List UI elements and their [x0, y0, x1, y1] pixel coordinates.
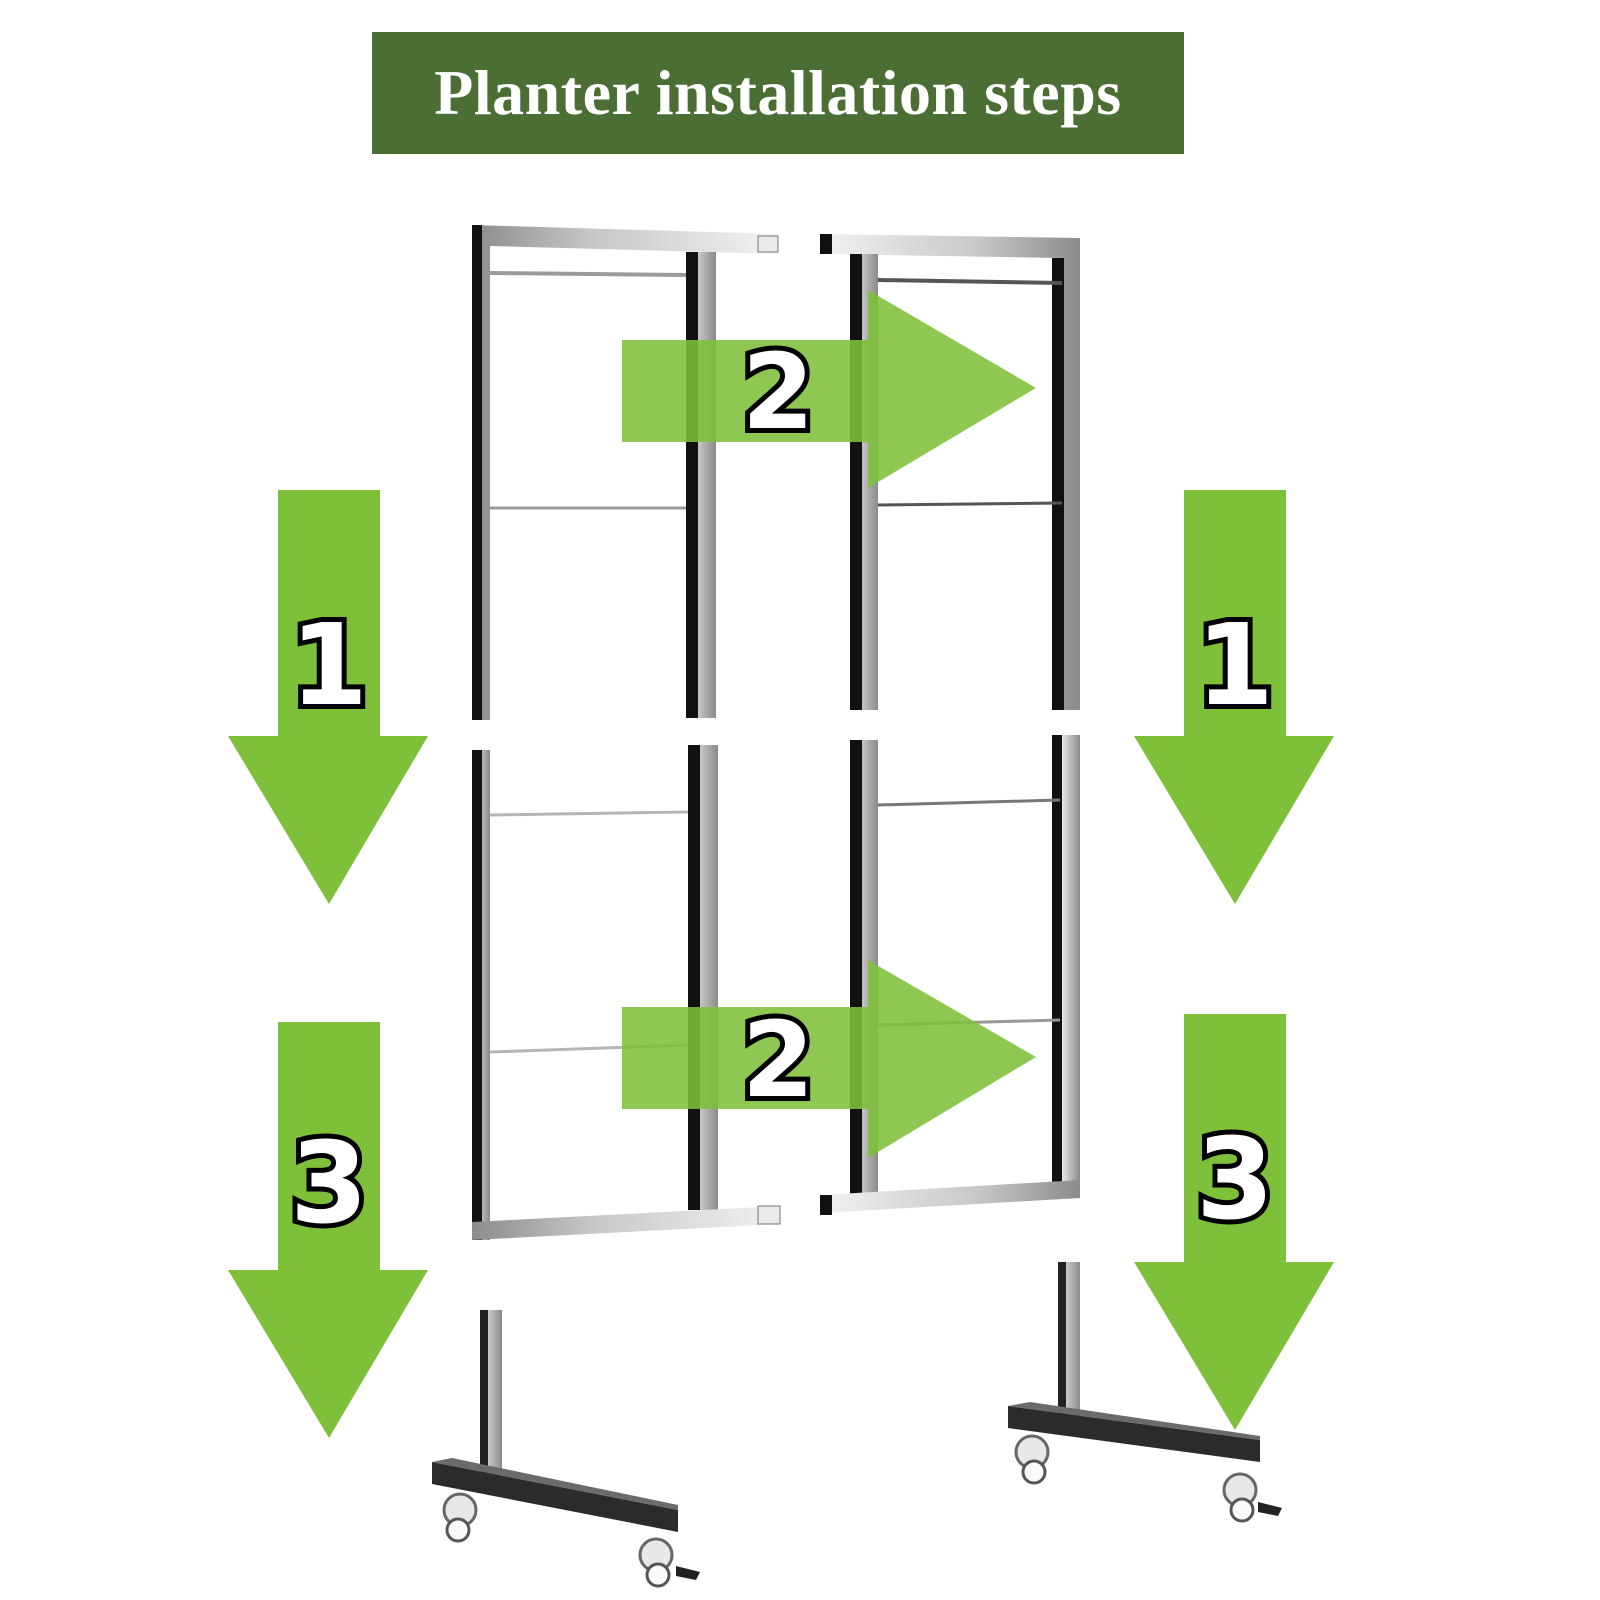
caster-base-left — [432, 1310, 700, 1588]
frame-connector — [820, 1195, 832, 1215]
frame-top-left-outline — [472, 225, 778, 720]
frame-side — [1060, 735, 1080, 1198]
crossbar — [877, 798, 1061, 807]
frame-post-edge — [686, 252, 698, 718]
title-banner: Planter installation steps — [372, 32, 1184, 154]
step-1-left-label: 1 — [290, 601, 368, 731]
frame-edge — [1052, 735, 1062, 1198]
base-foot-bar — [1008, 1406, 1260, 1462]
base-post-edge — [480, 1310, 488, 1475]
base-foot-bar — [432, 1462, 678, 1532]
frame-connector — [757, 235, 779, 253]
frame-bottom-right — [820, 735, 1080, 1215]
step-3-right-arrow — [1134, 1014, 1334, 1430]
frame-top-left — [472, 225, 779, 720]
frame-base-rail — [822, 1180, 1080, 1213]
step-1-right-arrow — [1134, 490, 1334, 904]
frame-edge — [472, 225, 482, 720]
frame-edge — [1052, 258, 1064, 710]
page-title: Planter installation steps — [434, 57, 1122, 128]
frame-post-edge — [688, 745, 700, 1210]
crossbar — [877, 501, 1063, 507]
frame-connector — [820, 234, 832, 254]
caster-wheel — [645, 1562, 671, 1588]
frame-connector — [757, 1205, 781, 1225]
step-1-right-label: 1 — [1196, 601, 1274, 731]
frame-edge — [472, 750, 482, 1240]
step-2-top-arrow — [622, 290, 1036, 488]
crossbar — [489, 810, 689, 817]
caster-brake — [676, 1566, 700, 1580]
base-post-edge — [1058, 1262, 1066, 1432]
frame-post-edge — [850, 254, 862, 710]
step-2-bottom-arrow — [622, 960, 1036, 1158]
caster-brake — [1258, 1502, 1282, 1516]
step-3-right-label: 3 — [1196, 1115, 1274, 1245]
frame-top-right — [820, 234, 1080, 710]
frame-bottom-left — [472, 745, 781, 1240]
base-foot-top — [432, 1458, 678, 1510]
crossbar — [489, 271, 687, 277]
step-3-left-arrow — [228, 1022, 428, 1438]
caster-wheel — [445, 1517, 471, 1543]
step-2-top-label: 2 — [742, 331, 814, 453]
frame-base-rail — [472, 1206, 780, 1240]
frame-post-edge — [850, 740, 862, 1205]
crossbar — [877, 278, 1063, 285]
caster-wheel — [1021, 1459, 1047, 1485]
step-1-left-arrow — [228, 490, 428, 904]
base-foot-top — [1008, 1402, 1260, 1440]
step-3-left-label: 3 — [290, 1119, 368, 1249]
caster-wheel — [1229, 1497, 1255, 1523]
step-2-bottom-label: 2 — [742, 999, 814, 1121]
caster-base-right — [1008, 1262, 1282, 1523]
